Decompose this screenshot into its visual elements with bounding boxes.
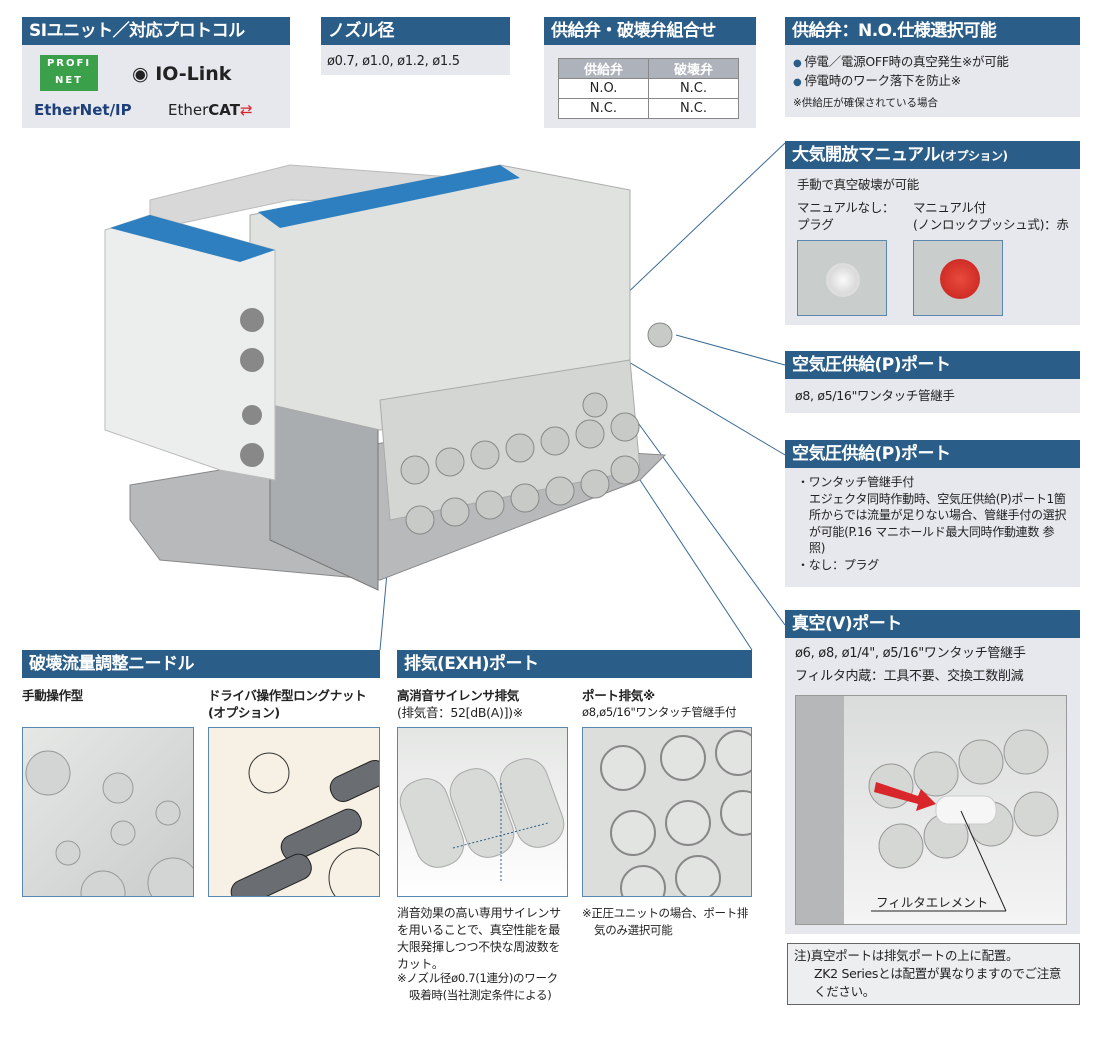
manual-panel: 大気開放マニュアル(オプション) 手動で真空破壊が可能 マニュアルなし：プラグ …: [785, 141, 1080, 325]
exhaust-port-label: ポート排気※: [582, 688, 655, 703]
exhaust-silencer-label-2: (排気音：52[dB(A)])※: [397, 705, 523, 720]
supply-option-item-1-desc: エジェクタ同時作動時、空気圧供給(P)ポート1箇所からでは流量が足りない場合、管…: [809, 491, 1067, 556]
table-row: N.O.N.C.: [558, 78, 739, 99]
list-item: 停電時のワーク落下を防止※: [793, 72, 1072, 91]
manual-left-label: マニュアルなし：: [797, 200, 895, 215]
combination-table: 供給弁破壊弁 N.O.N.C. N.C.N.C.: [558, 58, 739, 119]
supply-option-item-2: ・なし：プラグ: [797, 557, 879, 572]
red-manual-button-photo: [913, 240, 1003, 316]
no-spec-note: ※供給圧が確保されている場合: [793, 97, 938, 109]
vacuum-port-photo: フィルタエレメント: [795, 695, 1067, 925]
manual-left-label-2: プラグ: [797, 217, 834, 232]
needle-manual-label: 手動操作型: [22, 688, 84, 703]
exhaust-section: 排気(EXH)ポート 高消音サイレンサ排気 (排気音：52[dB(A)])※ ポー…: [397, 650, 752, 720]
vacuum-filter-desc: フィルタ内蔵：工具不要、交換工数削減: [795, 669, 1024, 684]
ethernet-ip-logo: EtherNet/IP: [34, 101, 132, 119]
vacuum-port-title: 真空(V)ポート: [785, 610, 1080, 638]
no-spec-panel: 供給弁：N.O.仕様選択可能 停電／電源OFF時の真空発生※が可能 停電時のワー…: [785, 17, 1080, 117]
manual-right-label: マニュアル付: [913, 200, 986, 215]
exhaust-title: 排気(EXH)ポート: [397, 650, 752, 678]
red-arrow: [874, 782, 936, 811]
io-link-logo: ◉ IO-Link: [132, 63, 232, 85]
silencer-note: ※ノズル径ø0.7(1連分)のワーク吸着時(当社測定条件による): [397, 971, 558, 1002]
vacuum-port-sizes: ø6, ø8, ø1/4", ø5/16"ワンタッチ管継手: [795, 646, 1026, 661]
note-line-2: ZK2 Seriesとは配置が異なりますのでご注意ください。: [814, 966, 1062, 999]
nozzle-title: ノズル径: [321, 17, 510, 45]
port-fittings: [400, 322, 673, 535]
vacuum-port-panel: 真空(V)ポート ø6, ø8, ø1/4", ø5/16"ワンタッチ管継手 フ…: [785, 610, 1080, 934]
filter-element-callout: フィルタエレメント: [876, 895, 989, 910]
manual-right-label-2: (ノンロックプッシュ式)：赤: [913, 217, 1069, 232]
exhaust-silencer-label: 高消音サイレンサ排気: [397, 688, 520, 703]
note-line-1: 注)真空ポートは排気ポートの上に配置。: [794, 948, 1019, 963]
exhaust-port-label-2: ø8,ø5/16"ワンタッチ管継手付: [582, 705, 737, 719]
ethercat-logo: EtherCAT⇄: [168, 101, 253, 119]
table-cell: N.O.: [558, 78, 649, 99]
combination-panel: 供給弁・破壊弁組合せ 供給弁破壊弁 N.O.N.C. N.C.N.C.: [544, 17, 756, 128]
nozzle-values: ø0.7, ø1.0, ø1.2, ø1.5: [327, 54, 460, 69]
needle-driver-label: ドライバ操作型ロングナット: [208, 688, 367, 703]
needle-title: 破壊流量調整ニードル: [22, 650, 380, 678]
no-spec-title: 供給弁：N.O.仕様選択可能: [785, 17, 1080, 45]
manual-title-suffix: (オプション): [940, 149, 1008, 163]
table-cell: N.C.: [648, 78, 739, 99]
combination-title: 供給弁・破壊弁組合せ: [544, 17, 756, 45]
table-cell: N.C.: [558, 98, 649, 119]
needle-section: 破壊流量調整ニードル 手動操作型 ドライバ操作型ロングナット (オプション): [22, 650, 380, 720]
silencer-photo: [397, 727, 568, 897]
si-unit-body: [104, 214, 276, 481]
supply-port-value: ø8, ø5/16"ワンタッチ管継手: [795, 388, 955, 403]
supply-port-option-panel: 空気圧供給(P)ポート ・ワンタッチ管継手付 エジェクタ同時作動時、空気圧供給(…: [785, 440, 1080, 587]
port-exhaust-photo: [582, 727, 752, 897]
si-unit-title: SIユニット／対応プロトコル: [22, 17, 290, 45]
needle-driver-label-2: (オプション): [208, 705, 280, 720]
nozzle-panel: ノズル径 ø0.7, ø1.0, ø1.2, ø1.5: [321, 17, 510, 75]
filter-element: [935, 795, 997, 825]
supply-port-title: 空気圧供給(P)ポート: [785, 351, 1080, 379]
table-cell: N.C.: [648, 98, 739, 119]
supply-port-panel: 空気圧供給(P)ポート ø8, ø5/16"ワンタッチ管継手: [785, 351, 1080, 413]
manual-desc: 手動で真空破壊が可能: [797, 177, 920, 192]
list-item: 停電／電源OFF時の真空発生※が可能: [793, 53, 1072, 72]
supply-port-option-title: 空気圧供給(P)ポート: [785, 440, 1080, 468]
needle-driver-drawing: [208, 727, 380, 897]
silencer-desc: 消音効果の高い専用サイレンサを用いることで、真空性能を最大限発揮しつつ不快な周波…: [397, 906, 561, 971]
supply-option-item-1: ・ワンタッチ管継手付: [797, 475, 915, 489]
table-header: 破壊弁: [648, 58, 739, 79]
manual-title: 大気開放マニュアル: [792, 145, 941, 165]
vacuum-note: 注)真空ポートは排気ポートの上に配置。 ZK2 Seriesとは配置が異なります…: [787, 943, 1080, 1005]
port-exhaust-note: ※正圧ユニットの場合、ポート排気のみ選択可能: [582, 906, 749, 937]
plug-photo: [797, 240, 887, 316]
needle-manual-photo: [22, 727, 194, 897]
table-row: N.C.N.C.: [558, 98, 739, 119]
